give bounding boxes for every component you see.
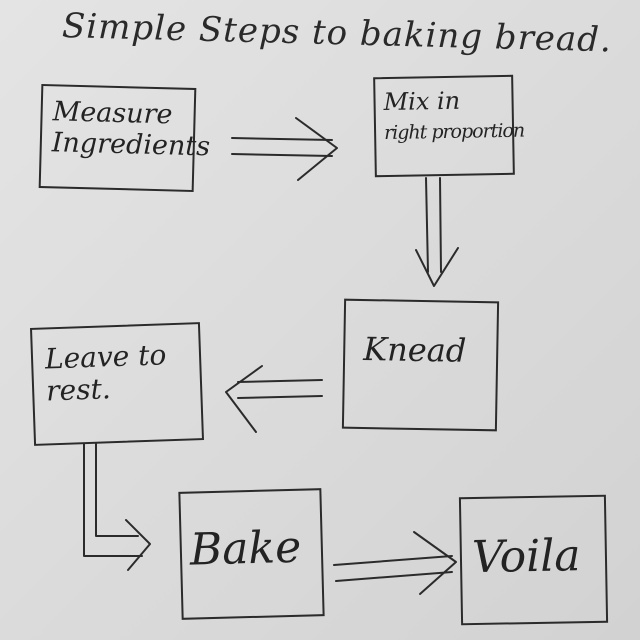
arrow-measure-to-mix	[231, 117, 338, 181]
step-bake: Bake	[178, 488, 325, 620]
step-rest-line1: Leave to	[44, 338, 167, 376]
step-mix-line2: right proportion	[383, 119, 525, 144]
step-rest-line2: rest.	[45, 372, 112, 408]
step-bake-label: Bake	[189, 521, 302, 576]
step-knead-label: Knead	[362, 330, 467, 370]
arrow-mix-to-knead	[415, 177, 459, 287]
step-voila-label: Voila	[471, 530, 581, 584]
arrow-bake-to-voila	[333, 531, 457, 595]
step-measure-line1: Measure	[52, 96, 173, 131]
arrow-knead-to-rest	[225, 365, 323, 433]
arrow-rest-to-bake	[83, 443, 151, 571]
step-knead: Knead	[341, 298, 500, 432]
step-leave-to-rest: Leave to rest.	[29, 322, 205, 446]
step-voila: Voila	[458, 494, 609, 626]
step-mix: Mix in right proportion	[373, 74, 525, 178]
step-measure-ingredients: Measure Ingredients	[38, 83, 211, 193]
step-measure-line2: Ingredients	[51, 127, 211, 163]
step-mix-line1: Mix in	[383, 86, 461, 117]
